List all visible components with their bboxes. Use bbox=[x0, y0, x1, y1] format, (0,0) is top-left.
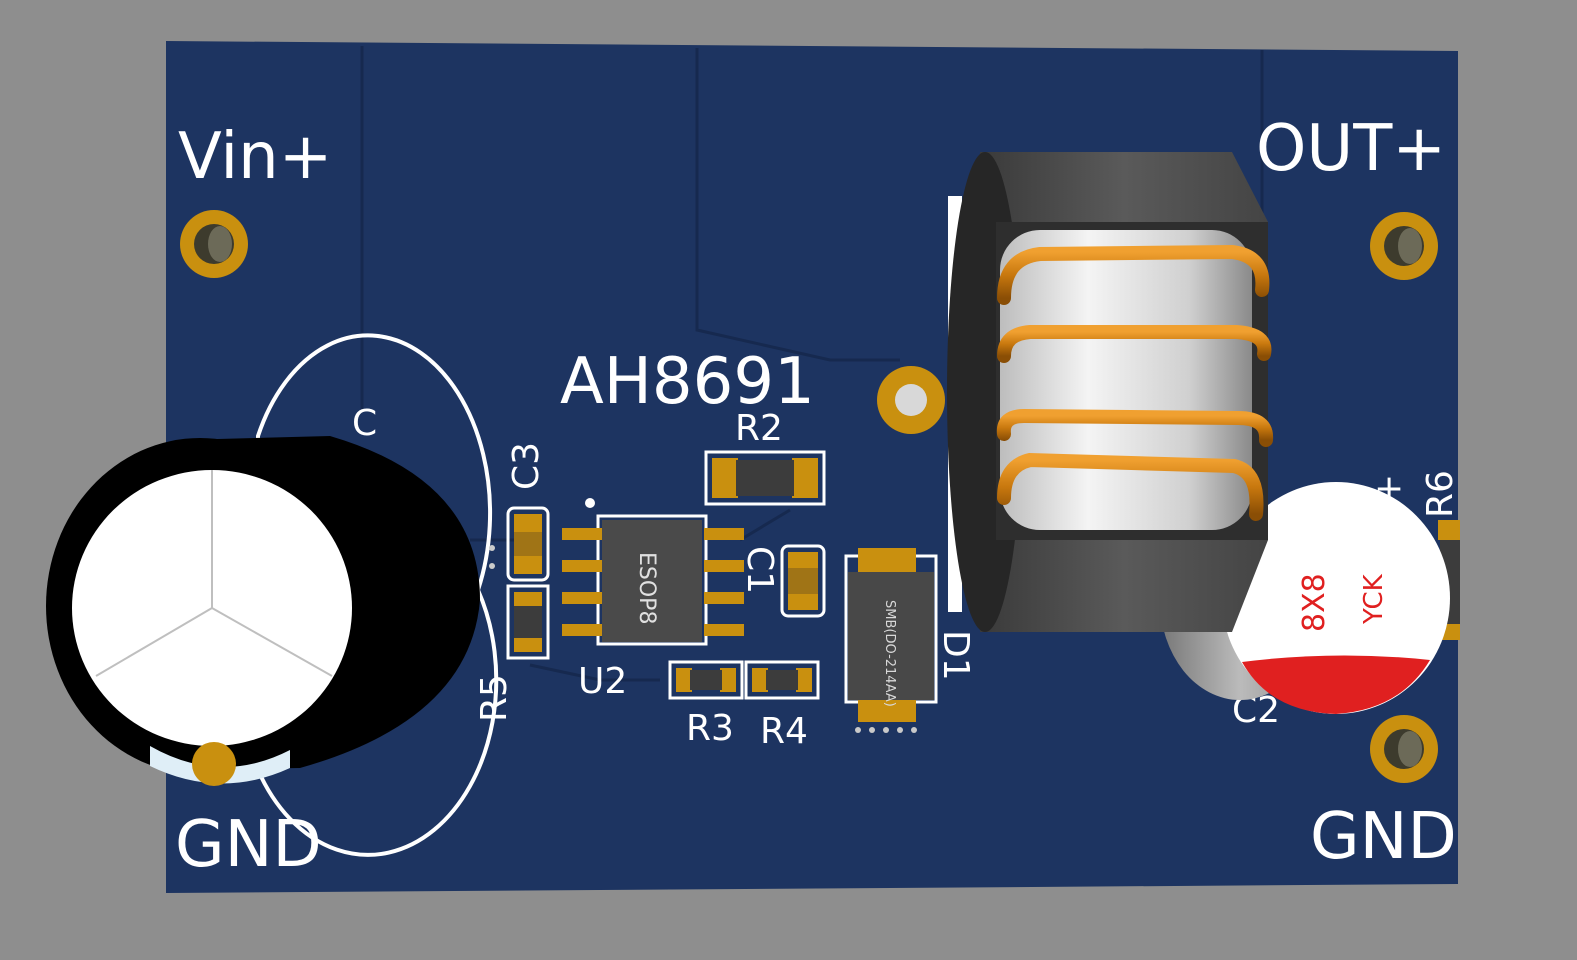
cap-brand-label: YCK bbox=[1359, 573, 1389, 625]
through-hole-pad-icon bbox=[1370, 715, 1438, 783]
resistor-r3 bbox=[668, 660, 744, 700]
out-label: OUT+ bbox=[1256, 112, 1446, 186]
ref-c3: C3 bbox=[506, 442, 547, 490]
cap-polarity-label: + bbox=[1374, 468, 1404, 509]
gnd-left-label: GND bbox=[175, 808, 322, 882]
ref-d1: D1 bbox=[935, 630, 976, 681]
resistor-r4 bbox=[744, 660, 820, 700]
gnd-right-label: GND bbox=[1310, 800, 1457, 874]
capacitor-c3 bbox=[506, 506, 550, 582]
ref-r2: R2 bbox=[735, 408, 783, 449]
chip-title-label: AH8691 bbox=[560, 345, 815, 419]
electrolytic-capacitor-icon: 8X8 YCK + bbox=[1160, 468, 1460, 714]
ref-u2: U2 bbox=[578, 661, 627, 702]
ref-r4: R4 bbox=[760, 711, 808, 752]
diode-d1: SMB(DO-214AA) bbox=[844, 548, 938, 733]
through-hole-pad-icon bbox=[877, 366, 945, 434]
ref-c1: C1 bbox=[739, 546, 780, 594]
electrolytic-capacitor-icon bbox=[46, 333, 499, 857]
through-hole-pad-icon bbox=[180, 210, 248, 278]
toroid-inductor-icon bbox=[920, 152, 1274, 632]
through-hole-pad-icon bbox=[1370, 212, 1438, 280]
ic-package-label: ESOP8 bbox=[634, 552, 659, 624]
ref-r6: R6 bbox=[1420, 470, 1461, 518]
diode-package-label: SMB(DO-214AA) bbox=[882, 600, 897, 707]
ref-r3: R3 bbox=[686, 708, 734, 749]
vin-label: Vin+ bbox=[178, 120, 332, 194]
ic-u2: ESOP8 bbox=[562, 498, 744, 646]
capacitor-c1 bbox=[780, 544, 826, 618]
ref-c: C bbox=[352, 403, 377, 444]
resistor-r2 bbox=[704, 450, 826, 506]
cap-size-label: 8X8 bbox=[1297, 573, 1332, 632]
resistor-r5 bbox=[506, 584, 550, 660]
